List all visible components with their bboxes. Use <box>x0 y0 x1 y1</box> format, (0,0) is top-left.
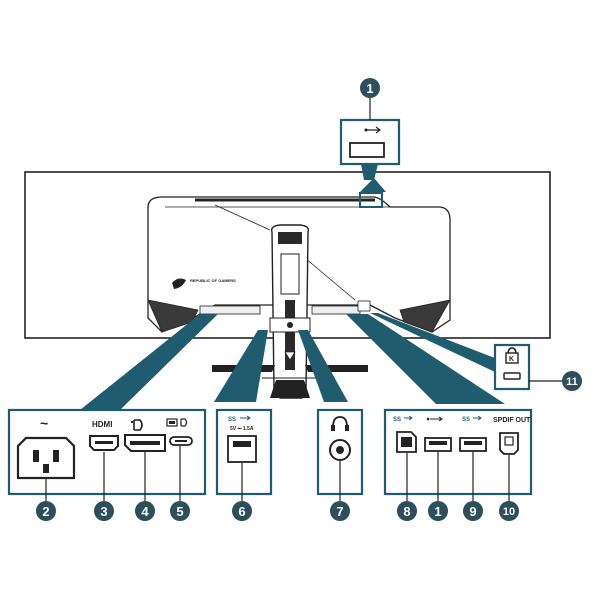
hdmi-port <box>89 435 119 451</box>
svg-text:SPDIF OUT: SPDIF OUT <box>493 417 531 424</box>
callout-8: 8 <box>397 501 417 521</box>
svg-text:SS: SS <box>228 417 236 423</box>
callout-wedges <box>80 178 505 410</box>
usb-a-port-top <box>349 142 385 158</box>
kensington-slot <box>503 372 521 380</box>
callout-9: 9 <box>463 501 483 521</box>
callout-lines <box>45 98 510 505</box>
usb-icon <box>426 416 443 422</box>
usb-a-port-6 <box>227 435 257 463</box>
callout-2: 2 <box>36 501 56 521</box>
usb-c-icon <box>166 418 188 427</box>
svg-text:REPUBLIC OF GAMERS: REPUBLIC OF GAMERS <box>190 278 236 283</box>
svg-text:10: 10 <box>503 506 515 518</box>
svg-text:11: 11 <box>566 376 578 388</box>
callout-1-top: 1 <box>360 78 380 98</box>
callout-6: 6 <box>232 501 252 521</box>
rog-badge: REPUBLIC OF GAMERS <box>172 278 236 289</box>
headphone-icon <box>331 416 349 431</box>
displayport-icon <box>131 419 143 431</box>
usb3-icon: SS <box>393 415 413 423</box>
lock-icon: K <box>505 347 519 364</box>
spdif-port <box>499 432 519 455</box>
svg-text:6: 6 <box>238 504 245 519</box>
top-usb-panel <box>339 118 401 208</box>
callout-11: 11 <box>562 371 582 391</box>
usb-b-port <box>396 431 417 453</box>
callout-1-bottom: 1 <box>428 501 448 521</box>
callout-4: 4 <box>135 501 155 521</box>
svg-text:5V ⎓ 1.5A: 5V ⎓ 1.5A <box>230 426 254 432</box>
usb-icon <box>364 126 381 134</box>
svg-text:K: K <box>509 356 514 363</box>
svg-text:SS: SS <box>393 417 401 423</box>
svg-text:8: 8 <box>403 504 410 519</box>
svg-text:4: 4 <box>141 504 149 519</box>
usb3-port-panel: SS 5V ⎓ 1.5A <box>215 408 273 496</box>
left-port-panel: ~ HDMI <box>7 408 207 496</box>
callout-10: 10 <box>499 501 519 521</box>
svg-text:SS: SS <box>462 417 470 423</box>
svg-text:3: 3 <box>100 504 107 519</box>
usb3-icon: SS <box>228 415 251 423</box>
svg-text:~: ~ <box>40 415 48 431</box>
svg-text:1: 1 <box>434 504 441 519</box>
svg-text:1: 1 <box>366 81 373 96</box>
displayport-port <box>124 434 166 452</box>
svg-text:2: 2 <box>42 504 49 519</box>
callout-3: 3 <box>94 501 114 521</box>
callout-7: 7 <box>330 501 350 521</box>
svg-text:HDMI: HDMI <box>92 420 112 429</box>
svg-text:5: 5 <box>176 504 183 519</box>
kensington-lock-panel: K <box>493 343 562 391</box>
svg-text:7: 7 <box>336 504 343 519</box>
svg-text:9: 9 <box>469 504 476 519</box>
usb3-icon: SS <box>462 415 482 423</box>
callout-5: 5 <box>170 501 190 521</box>
right-port-panel: SS SS SPDIF OUT <box>383 408 533 496</box>
ac-power-port <box>16 436 76 480</box>
